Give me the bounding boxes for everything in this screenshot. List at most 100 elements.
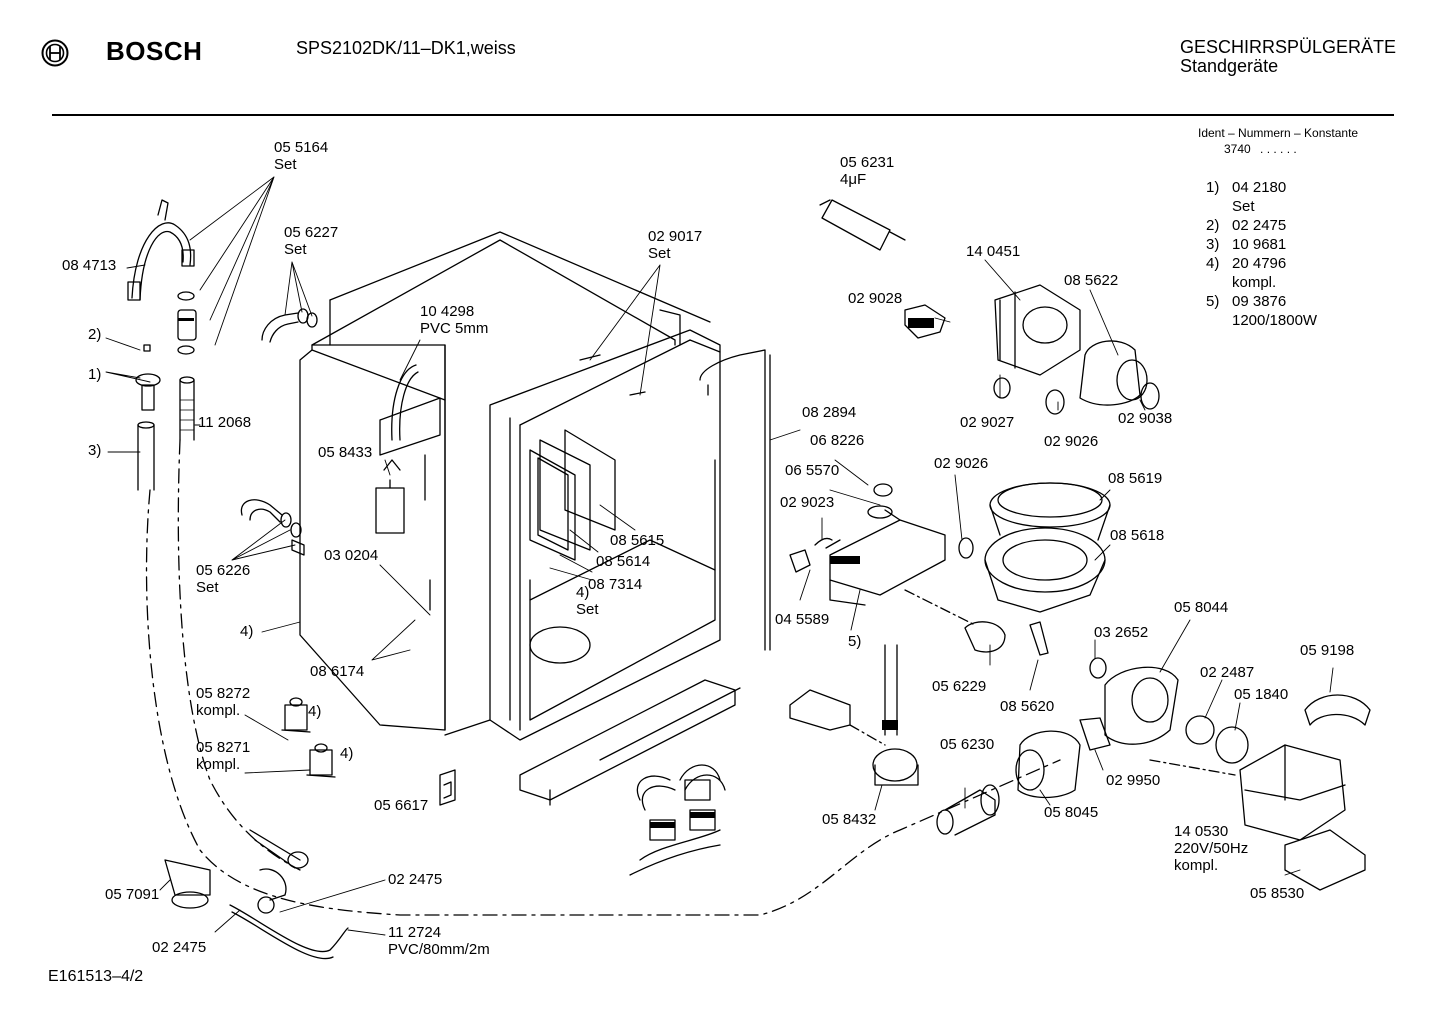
part-label: 1) bbox=[88, 366, 101, 383]
constant-value: 02 2475 bbox=[1232, 217, 1287, 234]
part-label-line: kompl. bbox=[196, 756, 240, 773]
constant-index: 3) bbox=[1206, 236, 1220, 253]
constant-row: 3) 10 9681 bbox=[1206, 235, 1317, 254]
constant-value: 1200/1800W bbox=[1232, 312, 1318, 329]
part-label: 3) bbox=[88, 442, 101, 459]
part-label: 14 0451 bbox=[966, 243, 1020, 260]
drain-pump-05-8044 bbox=[1104, 666, 1179, 745]
bushing-02-9027 bbox=[993, 377, 1011, 399]
part-label-line: 02 9028 bbox=[848, 290, 902, 307]
part-label: 02 2475 bbox=[152, 939, 206, 956]
part-label-line: 05 8271 bbox=[196, 739, 250, 756]
part-label-line: 02 9026 bbox=[1044, 433, 1098, 450]
clip-05-6617 bbox=[439, 769, 456, 806]
constant-row: 2)02 2475 bbox=[1206, 216, 1317, 235]
part-label: 05 6229 bbox=[932, 678, 986, 695]
dashdot-heater-hose bbox=[904, 589, 976, 626]
constant-row: 4)20 4796 bbox=[1206, 254, 1317, 273]
part-label: 05 8530 bbox=[1250, 885, 1304, 902]
part-label-line: 2) bbox=[88, 326, 101, 343]
part-label: 08 5622 bbox=[1064, 272, 1118, 289]
part-label: 4) bbox=[308, 703, 321, 720]
heater-assembly bbox=[789, 483, 946, 606]
part-label-line: PVC/80mm/2m bbox=[388, 941, 490, 958]
part-label-line: 08 6174 bbox=[310, 663, 364, 680]
belt-05-9198 bbox=[1304, 694, 1371, 726]
part-label-line: 4) bbox=[308, 703, 321, 720]
part-label-line: 03 2652 bbox=[1094, 624, 1148, 641]
part-label-line: 02 9038 bbox=[1118, 410, 1172, 427]
pump-cover-05-8045 bbox=[1015, 730, 1081, 799]
part-label-line: 08 5615 bbox=[610, 532, 664, 549]
part-label-line: 05 6226 bbox=[196, 562, 250, 579]
seal-05-1840 bbox=[1215, 726, 1249, 764]
dark-accents bbox=[178, 318, 934, 828]
part-label-line: 02 9023 bbox=[780, 494, 834, 511]
drawing-code: E161513–4/2 bbox=[48, 968, 144, 985]
constant-value: 10 9681 bbox=[1232, 236, 1287, 253]
part-label-line: 05 5164 bbox=[274, 139, 328, 156]
dashdot-pressure bbox=[849, 724, 886, 746]
part-label-line: 06 5570 bbox=[785, 462, 839, 479]
part-label-line: 08 5622 bbox=[1064, 272, 1118, 289]
part-label: 4)Set bbox=[576, 584, 599, 618]
part-label-line: 05 6231 bbox=[840, 154, 894, 171]
part-label-line: 14 0451 bbox=[966, 243, 1020, 260]
filter-ring-08-5619 bbox=[989, 482, 1111, 541]
part-label-line: 02 9017 bbox=[648, 228, 702, 245]
part-label: 08 5614 bbox=[596, 553, 650, 570]
part-label-line: 08 5614 bbox=[596, 553, 650, 570]
part-label-line: 3) bbox=[88, 442, 101, 459]
panel-set-08-5614 bbox=[529, 429, 616, 561]
hose-part-08-4713 bbox=[127, 199, 195, 301]
part-label-line: 02 9026 bbox=[934, 455, 988, 472]
wire-harness bbox=[629, 764, 726, 876]
constant-index: 5) bbox=[1206, 293, 1220, 310]
part-label: 08 4713 bbox=[62, 257, 116, 274]
constant-row: 1)04 2180 bbox=[1206, 178, 1317, 197]
part-label-line: Set bbox=[274, 156, 297, 173]
part-label: 02 9950 bbox=[1106, 772, 1160, 789]
part-label-line: 02 9950 bbox=[1106, 772, 1160, 789]
part-label-line: Set bbox=[284, 241, 307, 258]
part-label-line: 08 7314 bbox=[588, 576, 642, 593]
door-seal-08-2894 bbox=[699, 349, 771, 651]
tube-10-4298 bbox=[391, 364, 419, 441]
part-label-line: 05 6617 bbox=[374, 797, 428, 814]
part-label-line: 05 1840 bbox=[1234, 686, 1288, 703]
constant-value: kompl. bbox=[1232, 274, 1277, 291]
part-label-line: 05 6230 bbox=[940, 736, 994, 753]
part-label-line: 06 8226 bbox=[810, 432, 864, 449]
model-number: SPS2102DK/11–DK1,weiss bbox=[296, 38, 516, 58]
part-label: 05 8045 bbox=[1044, 804, 1098, 821]
part-label-line: Set bbox=[576, 601, 599, 618]
capacitor-05-6231 bbox=[819, 199, 906, 251]
part-label-line: 10 4298 bbox=[420, 303, 474, 320]
part-label-line: 11 2068 bbox=[198, 414, 251, 431]
part-label: 05 7091 bbox=[105, 886, 159, 903]
part-label-line: 220V/50Hz bbox=[1174, 840, 1248, 857]
ident-dots: . . . . . . bbox=[1260, 142, 1297, 156]
clamp-and-hose-05-5164 bbox=[177, 291, 197, 355]
part-label: 05 1840 bbox=[1234, 686, 1288, 703]
part-label-line: 05 9198 bbox=[1300, 642, 1354, 659]
part-label-line: 5) bbox=[848, 633, 861, 650]
part-label: 5) bbox=[848, 633, 861, 650]
part-label: 4) bbox=[240, 623, 253, 640]
part-label-line: 03 0204 bbox=[324, 547, 378, 564]
part-label-line: Set bbox=[648, 245, 671, 262]
constant-value: 09 3876 bbox=[1232, 293, 1287, 310]
dashdot-motor bbox=[1149, 759, 1236, 776]
pump-08-5622 bbox=[1079, 340, 1160, 410]
ident-number: 3740 bbox=[1224, 142, 1251, 156]
part-label: 08 5620 bbox=[1000, 698, 1054, 715]
part-label: 08 2894 bbox=[802, 404, 856, 421]
constant-value: 04 2180 bbox=[1232, 179, 1287, 196]
